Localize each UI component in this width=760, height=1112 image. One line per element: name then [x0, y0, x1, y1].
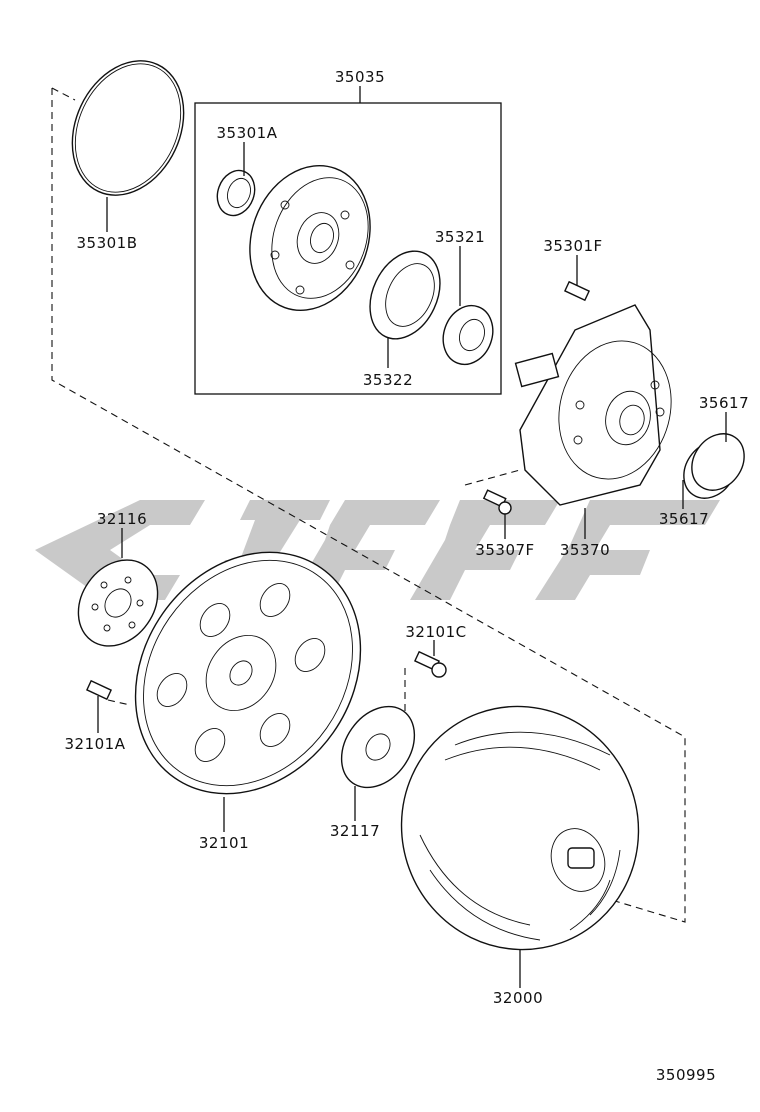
label-35301a: 35301A [217, 124, 278, 142]
label-32117: 32117 [330, 822, 380, 840]
label-32101: 32101 [199, 834, 249, 852]
label-35617-lower: 35617 [659, 510, 709, 528]
spacer-32116 [77, 559, 159, 647]
torque-converter-32000 [400, 705, 640, 951]
seal-rings-35617 [683, 433, 745, 499]
spacer-32117 [340, 705, 416, 789]
oil-pump-assembly-35370 [514, 304, 672, 506]
part-labels: 35035 35301A 35301B 35321 35322 35301F 3… [65, 68, 749, 1084]
label-35370: 35370 [560, 541, 610, 559]
label-35321: 35321 [435, 228, 485, 246]
o-ring-35301b [71, 60, 185, 196]
bolt-32101a [85, 679, 113, 701]
label-35035: 35035 [335, 68, 385, 86]
oil-seal-35301a [216, 169, 256, 217]
leader-lines [97, 86, 727, 988]
kit-box-35035 [194, 102, 502, 395]
label-32000: 32000 [493, 989, 543, 1007]
driven-gear-35322 [369, 250, 441, 340]
drive-plate-32101 [134, 551, 362, 795]
pump-body [249, 164, 371, 312]
bolt-35301f [563, 280, 591, 302]
diagram-number: 350995 [656, 1066, 716, 1084]
label-35322: 35322 [363, 371, 413, 389]
label-32101c: 32101C [405, 623, 466, 641]
label-32116: 32116 [97, 510, 147, 528]
label-35617-upper: 35617 [699, 394, 749, 412]
label-35301b: 35301B [76, 234, 137, 252]
drive-gear-35321 [442, 304, 494, 366]
label-32101a: 32101A [65, 735, 126, 753]
label-35307f: 35307F [475, 541, 534, 559]
label-35301f: 35301F [543, 237, 602, 255]
assembly-dashed-outline [51, 87, 686, 923]
bolt-32101c [413, 650, 447, 678]
